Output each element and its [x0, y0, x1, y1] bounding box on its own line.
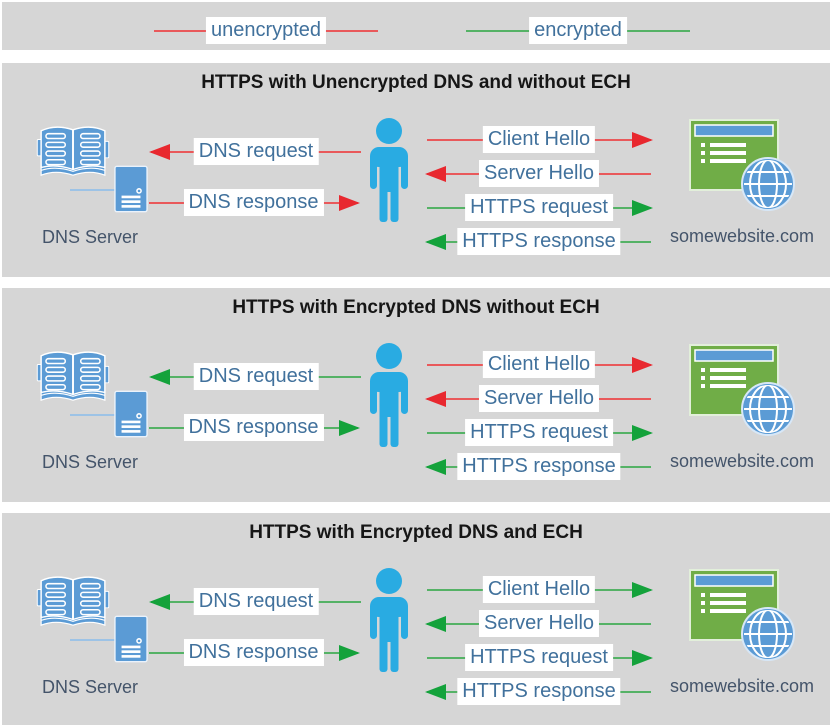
panel-title: HTTPS with Encrypted DNS and ECH [249, 522, 583, 543]
legend-label: unencrypted [205, 17, 327, 44]
https-request-arrow: HTTPS request [426, 419, 653, 447]
arrow-label: HTTPS response [457, 678, 621, 705]
https-response-arrow: HTTPS response [425, 228, 652, 256]
arrowhead [339, 195, 360, 211]
dns-response-arrow: DNS response [148, 189, 360, 217]
client-hello-arrow: Client Hello [426, 126, 653, 154]
dns-response-arrow: DNS response [148, 639, 360, 667]
person-icon [364, 568, 414, 672]
globe-icon [741, 157, 795, 211]
website-label: somewebsite.com [669, 451, 815, 471]
arrowhead [425, 391, 446, 407]
arrowhead [632, 582, 653, 598]
dns-server-label: DNS Server [42, 227, 139, 247]
person-icon [364, 343, 414, 447]
arrow-label: HTTPS request [465, 419, 613, 446]
globe-icon [741, 607, 795, 661]
website-label: somewebsite.com [669, 676, 815, 696]
dns-server-label: DNS Server [42, 677, 139, 697]
legend-band: unencrypted encrypted [2, 2, 830, 50]
dns-server-label: DNS Server [42, 452, 139, 472]
arrowhead [632, 132, 653, 148]
arrow-label: Server Hello [478, 610, 600, 637]
server-tower-icon [114, 615, 148, 663]
arrow-label: HTTPS response [457, 228, 621, 255]
panel-encrypted-dns-and-ech: HTTPS with Encrypted DNS and ECH DNS Ser… [2, 513, 830, 725]
arrow-label: DNS response [183, 414, 324, 441]
arrowhead [632, 200, 653, 216]
legend-label: encrypted [529, 17, 627, 44]
server-hello-arrow: Server Hello [425, 610, 652, 638]
panel-encrypted-dns-no-ech: HTTPS with Encrypted DNS without ECH DNS… [2, 288, 830, 502]
dns-request-arrow: DNS request [149, 588, 362, 616]
open-book-icon [36, 125, 110, 181]
dns-request-arrow: DNS request [149, 138, 362, 166]
arrowhead [425, 684, 446, 700]
arrow-label: DNS request [193, 588, 319, 615]
arrowhead [425, 166, 446, 182]
website-icon [688, 118, 798, 218]
arrowhead [339, 420, 360, 436]
book-server-connector [70, 414, 116, 416]
book-server-connector [70, 189, 116, 191]
dns-response-arrow: DNS response [148, 414, 360, 442]
arrow-label: HTTPS request [465, 644, 613, 671]
client-hello-arrow: Client Hello [426, 351, 653, 379]
arrowhead [425, 234, 446, 250]
open-book-icon [36, 350, 110, 406]
arrow-label: Server Hello [478, 385, 600, 412]
website-icon [688, 343, 798, 443]
arrowhead [632, 650, 653, 666]
arrow-label: Client Hello [482, 126, 596, 153]
arrow-label: Server Hello [478, 160, 600, 187]
legend-encrypted: encrypted [465, 17, 691, 45]
open-book-icon [36, 575, 110, 631]
server-tower-icon [114, 390, 148, 438]
https-request-arrow: HTTPS request [426, 194, 653, 222]
arrowhead [632, 357, 653, 373]
website-icon [688, 568, 798, 668]
arrow-label: DNS response [183, 639, 324, 666]
arrowhead [425, 616, 446, 632]
dns-request-arrow: DNS request [149, 363, 362, 391]
https-request-arrow: HTTPS request [426, 644, 653, 672]
arrowhead [339, 645, 360, 661]
person-icon [364, 118, 414, 222]
arrowhead [425, 459, 446, 475]
arrow-label: Client Hello [482, 351, 596, 378]
panel-unencrypted-dns-no-ech: HTTPS with Unencrypted DNS and without E… [2, 63, 830, 277]
https-response-arrow: HTTPS response [425, 453, 652, 481]
arrowhead [149, 144, 170, 160]
https-response-arrow: HTTPS response [425, 678, 652, 706]
server-hello-arrow: Server Hello [425, 385, 652, 413]
arrow-label: HTTPS request [465, 194, 613, 221]
website-label: somewebsite.com [669, 226, 815, 246]
globe-icon [741, 382, 795, 436]
server-tower-icon [114, 165, 148, 213]
arrowhead [149, 369, 170, 385]
arrow-label: DNS request [193, 363, 319, 390]
arrow-label: Client Hello [482, 576, 596, 603]
client-hello-arrow: Client Hello [426, 576, 653, 604]
panel-title: HTTPS with Unencrypted DNS and without E… [201, 72, 631, 93]
arrow-label: DNS response [183, 189, 324, 216]
arrowhead [149, 594, 170, 610]
arrow-label: HTTPS response [457, 453, 621, 480]
book-server-connector [70, 639, 116, 641]
panel-title: HTTPS with Encrypted DNS without ECH [232, 297, 600, 318]
arrow-label: DNS request [193, 138, 319, 165]
arrowhead [632, 425, 653, 441]
legend-unencrypted: unencrypted [153, 17, 379, 45]
server-hello-arrow: Server Hello [425, 160, 652, 188]
